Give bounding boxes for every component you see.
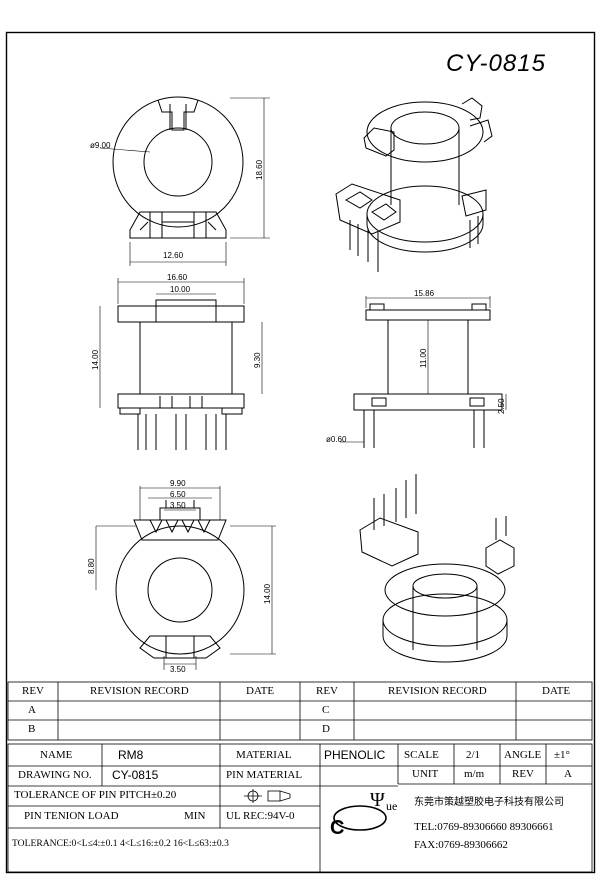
unit-value: m/m [464, 768, 485, 780]
dim-bottom-slot: 3.50 [170, 665, 186, 674]
dim-top-height: 18.60 [255, 159, 264, 180]
rev-label: REV [512, 768, 534, 780]
tolerance-line: TOLERANCE:0<L≤4:±0.1 4<L≤16:±0.2 16<L≤63… [12, 838, 229, 849]
isometric-view-bottom [359, 474, 515, 663]
drawing-title: CY-0815 [446, 50, 546, 77]
dim-front-height: 14.00 [91, 349, 100, 370]
drawing-no-label: DRAWING NO. [18, 769, 92, 781]
dim-side-height: 11.00 [419, 348, 428, 368]
material-label: MATERIAL [236, 749, 292, 761]
dim-bottom-span-inner: 3.50 [170, 501, 186, 510]
dim-bottom-span-mid: 6.50 [170, 490, 186, 499]
tolerance-pin-pitch: TOLERANCE OF PIN PITCH±0.20 [14, 789, 177, 801]
bottom-view [95, 486, 276, 670]
rev-value: A [564, 768, 572, 780]
dim-top-diameter: ø9.00 [90, 141, 111, 150]
title-block-grid [7, 743, 593, 873]
dim-side-flange: 2.50 [497, 398, 506, 414]
side-view [340, 296, 507, 448]
revision-table-grid [7, 681, 593, 741]
pin-material-label: PIN MATERIAL [226, 769, 303, 781]
rev-header-date-1: DATE [246, 685, 275, 697]
dim-side-pin-diameter: ø0.60 [326, 435, 347, 444]
logo-letter-c: C [330, 817, 345, 839]
rev-header-rev-1: REV [22, 685, 44, 697]
angle-label: ANGLE [504, 749, 542, 761]
logo-letter-ue: ue [386, 799, 398, 813]
unit-label: UNIT [412, 768, 439, 780]
dim-bottom-span-outer: 9.90 [170, 479, 186, 488]
company-fax: FAX:0769-89306662 [414, 839, 508, 851]
company-name: 东莞市策越塑胶电子科技有限公司 [414, 797, 564, 808]
company-logo [333, 805, 387, 831]
dim-side-width: 15.86 [414, 289, 435, 298]
sheet-border [5, 31, 596, 874]
company-tel: TEL:0769-89306660 89306661 [414, 821, 554, 833]
dim-bottom-left-height: 8.80 [87, 558, 96, 574]
dim-front-inner-width: 10.00 [170, 285, 191, 294]
front-view [99, 278, 263, 450]
ul-rec: UL REC:94V-0 [226, 810, 295, 822]
pin-tension-unit: MIN [184, 810, 206, 822]
pin-tension-load: PIN TENION LOAD [24, 810, 119, 822]
top-view [99, 96, 270, 266]
rev-row-c: C [322, 704, 330, 716]
rev-row-d: D [322, 723, 330, 735]
material-value: PHENOLIC [324, 748, 386, 762]
dim-bottom-right-height: 14.00 [263, 583, 272, 604]
dim-front-inner-height: 9.30 [253, 352, 262, 368]
dim-front-outer-width: 16.60 [167, 273, 188, 282]
scale-label: SCALE [404, 749, 439, 761]
dim-top-width: 12.60 [163, 251, 184, 260]
rev-header-record-1: REVISION RECORD [90, 685, 189, 697]
name-value: RM8 [118, 748, 144, 762]
rev-header-date-2: DATE [542, 685, 571, 697]
rev-row-a: A [28, 704, 36, 716]
scale-value: 2/1 [466, 749, 481, 761]
isometric-view-top [335, 97, 493, 272]
rev-header-record-2: REVISION RECORD [388, 685, 487, 697]
drawing-no-value: CY-0815 [112, 768, 159, 782]
logo-letter-psi: Ψ [370, 789, 385, 811]
name-label: NAME [40, 749, 73, 761]
rev-header-rev-2: REV [316, 685, 338, 697]
position-tolerance-symbol [244, 789, 291, 803]
rev-row-b: B [28, 723, 36, 735]
angle-value: ±1° [554, 749, 570, 761]
